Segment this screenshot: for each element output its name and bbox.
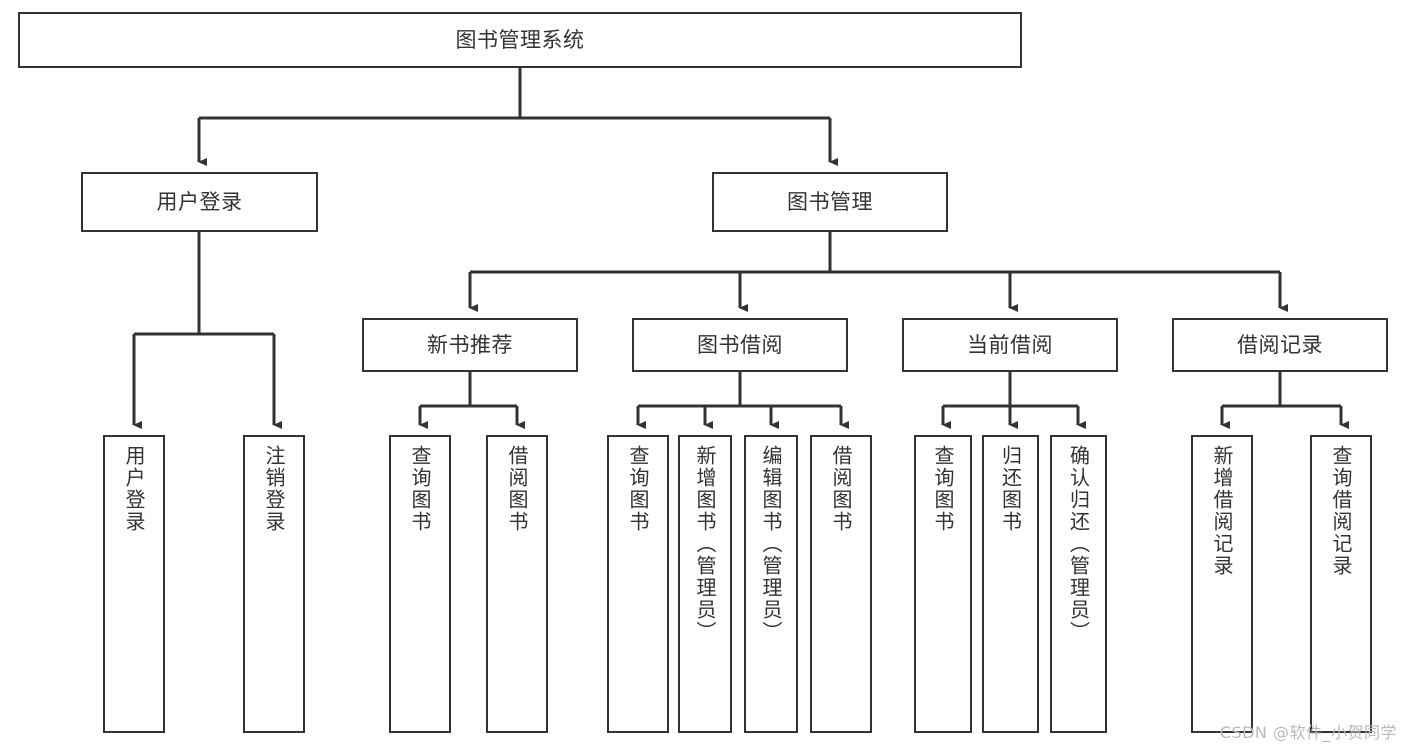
leaf-node-query-borrow-record-label: 查询借阅记录 (1329, 445, 1353, 577)
node-book-management-label: 图书管理 (787, 189, 873, 214)
leaf-node-add-borrow-record[interactable]: 新增借阅记录 (1191, 435, 1253, 733)
leaf-node-return-book[interactable]: 归还图书 (982, 435, 1039, 733)
leaf-node-return-book-label: 归还图书 (998, 445, 1023, 533)
leaf-node-user-login-label: 用户登录 (122, 445, 146, 533)
node-root-system-label: 图书管理系统 (455, 27, 585, 52)
node-borrow-record[interactable]: 借阅记录 (1172, 318, 1388, 372)
leaf-node-add-book-admin-label: 新增图书（管理员） (693, 445, 717, 643)
leaf-node-logout-label: 注销登录 (262, 445, 286, 533)
node-user-login-label: 用户登录 (156, 189, 243, 214)
node-current-borrow-label: 当前借阅 (967, 332, 1053, 357)
node-new-book-recommend[interactable]: 新书推荐 (362, 318, 578, 372)
leaf-node-edit-book-admin-label: 编辑图书（管理员） (759, 445, 783, 643)
leaf-node-query-book-current-label: 查询图书 (931, 445, 955, 533)
leaf-node-confirm-return-admin-label: 确认归还（管理员） (1066, 445, 1091, 643)
leaf-node-query-book-current[interactable]: 查询图书 (914, 435, 972, 733)
leaf-node-borrow-book-recommend[interactable]: 借阅图书 (486, 435, 548, 733)
leaf-node-user-login[interactable]: 用户登录 (103, 435, 165, 733)
node-book-borrow[interactable]: 图书借阅 (632, 318, 848, 372)
node-book-borrow-label: 图书借阅 (697, 332, 783, 357)
leaf-node-confirm-return-admin[interactable]: 确认归还（管理员） (1050, 435, 1107, 733)
leaf-node-borrow-book-label: 借阅图书 (829, 445, 853, 533)
leaf-node-query-book-recommend[interactable]: 查询图书 (389, 435, 451, 733)
leaf-node-query-borrow-record[interactable]: 查询借阅记录 (1310, 435, 1372, 733)
leaf-node-query-book-recommend-label: 查询图书 (408, 445, 432, 533)
node-borrow-record-label: 借阅记录 (1237, 332, 1323, 357)
leaf-node-borrow-book[interactable]: 借阅图书 (810, 435, 872, 733)
node-book-management[interactable]: 图书管理 (712, 172, 948, 232)
leaf-node-borrow-book-recommend-label: 借阅图书 (505, 445, 529, 533)
leaf-node-add-borrow-record-label: 新增借阅记录 (1210, 445, 1234, 577)
node-user-login[interactable]: 用户登录 (81, 172, 318, 232)
leaf-node-edit-book-admin[interactable]: 编辑图书（管理员） (744, 435, 798, 733)
leaf-node-query-book-borrow[interactable]: 查询图书 (607, 435, 669, 733)
node-new-book-recommend-label: 新书推荐 (427, 332, 513, 357)
node-current-borrow[interactable]: 当前借阅 (902, 318, 1118, 372)
leaf-node-query-book-borrow-label: 查询图书 (626, 445, 650, 533)
leaf-node-logout[interactable]: 注销登录 (243, 435, 305, 733)
leaf-node-add-book-admin[interactable]: 新增图书（管理员） (678, 435, 732, 733)
node-root-system[interactable]: 图书管理系统 (18, 12, 1022, 68)
